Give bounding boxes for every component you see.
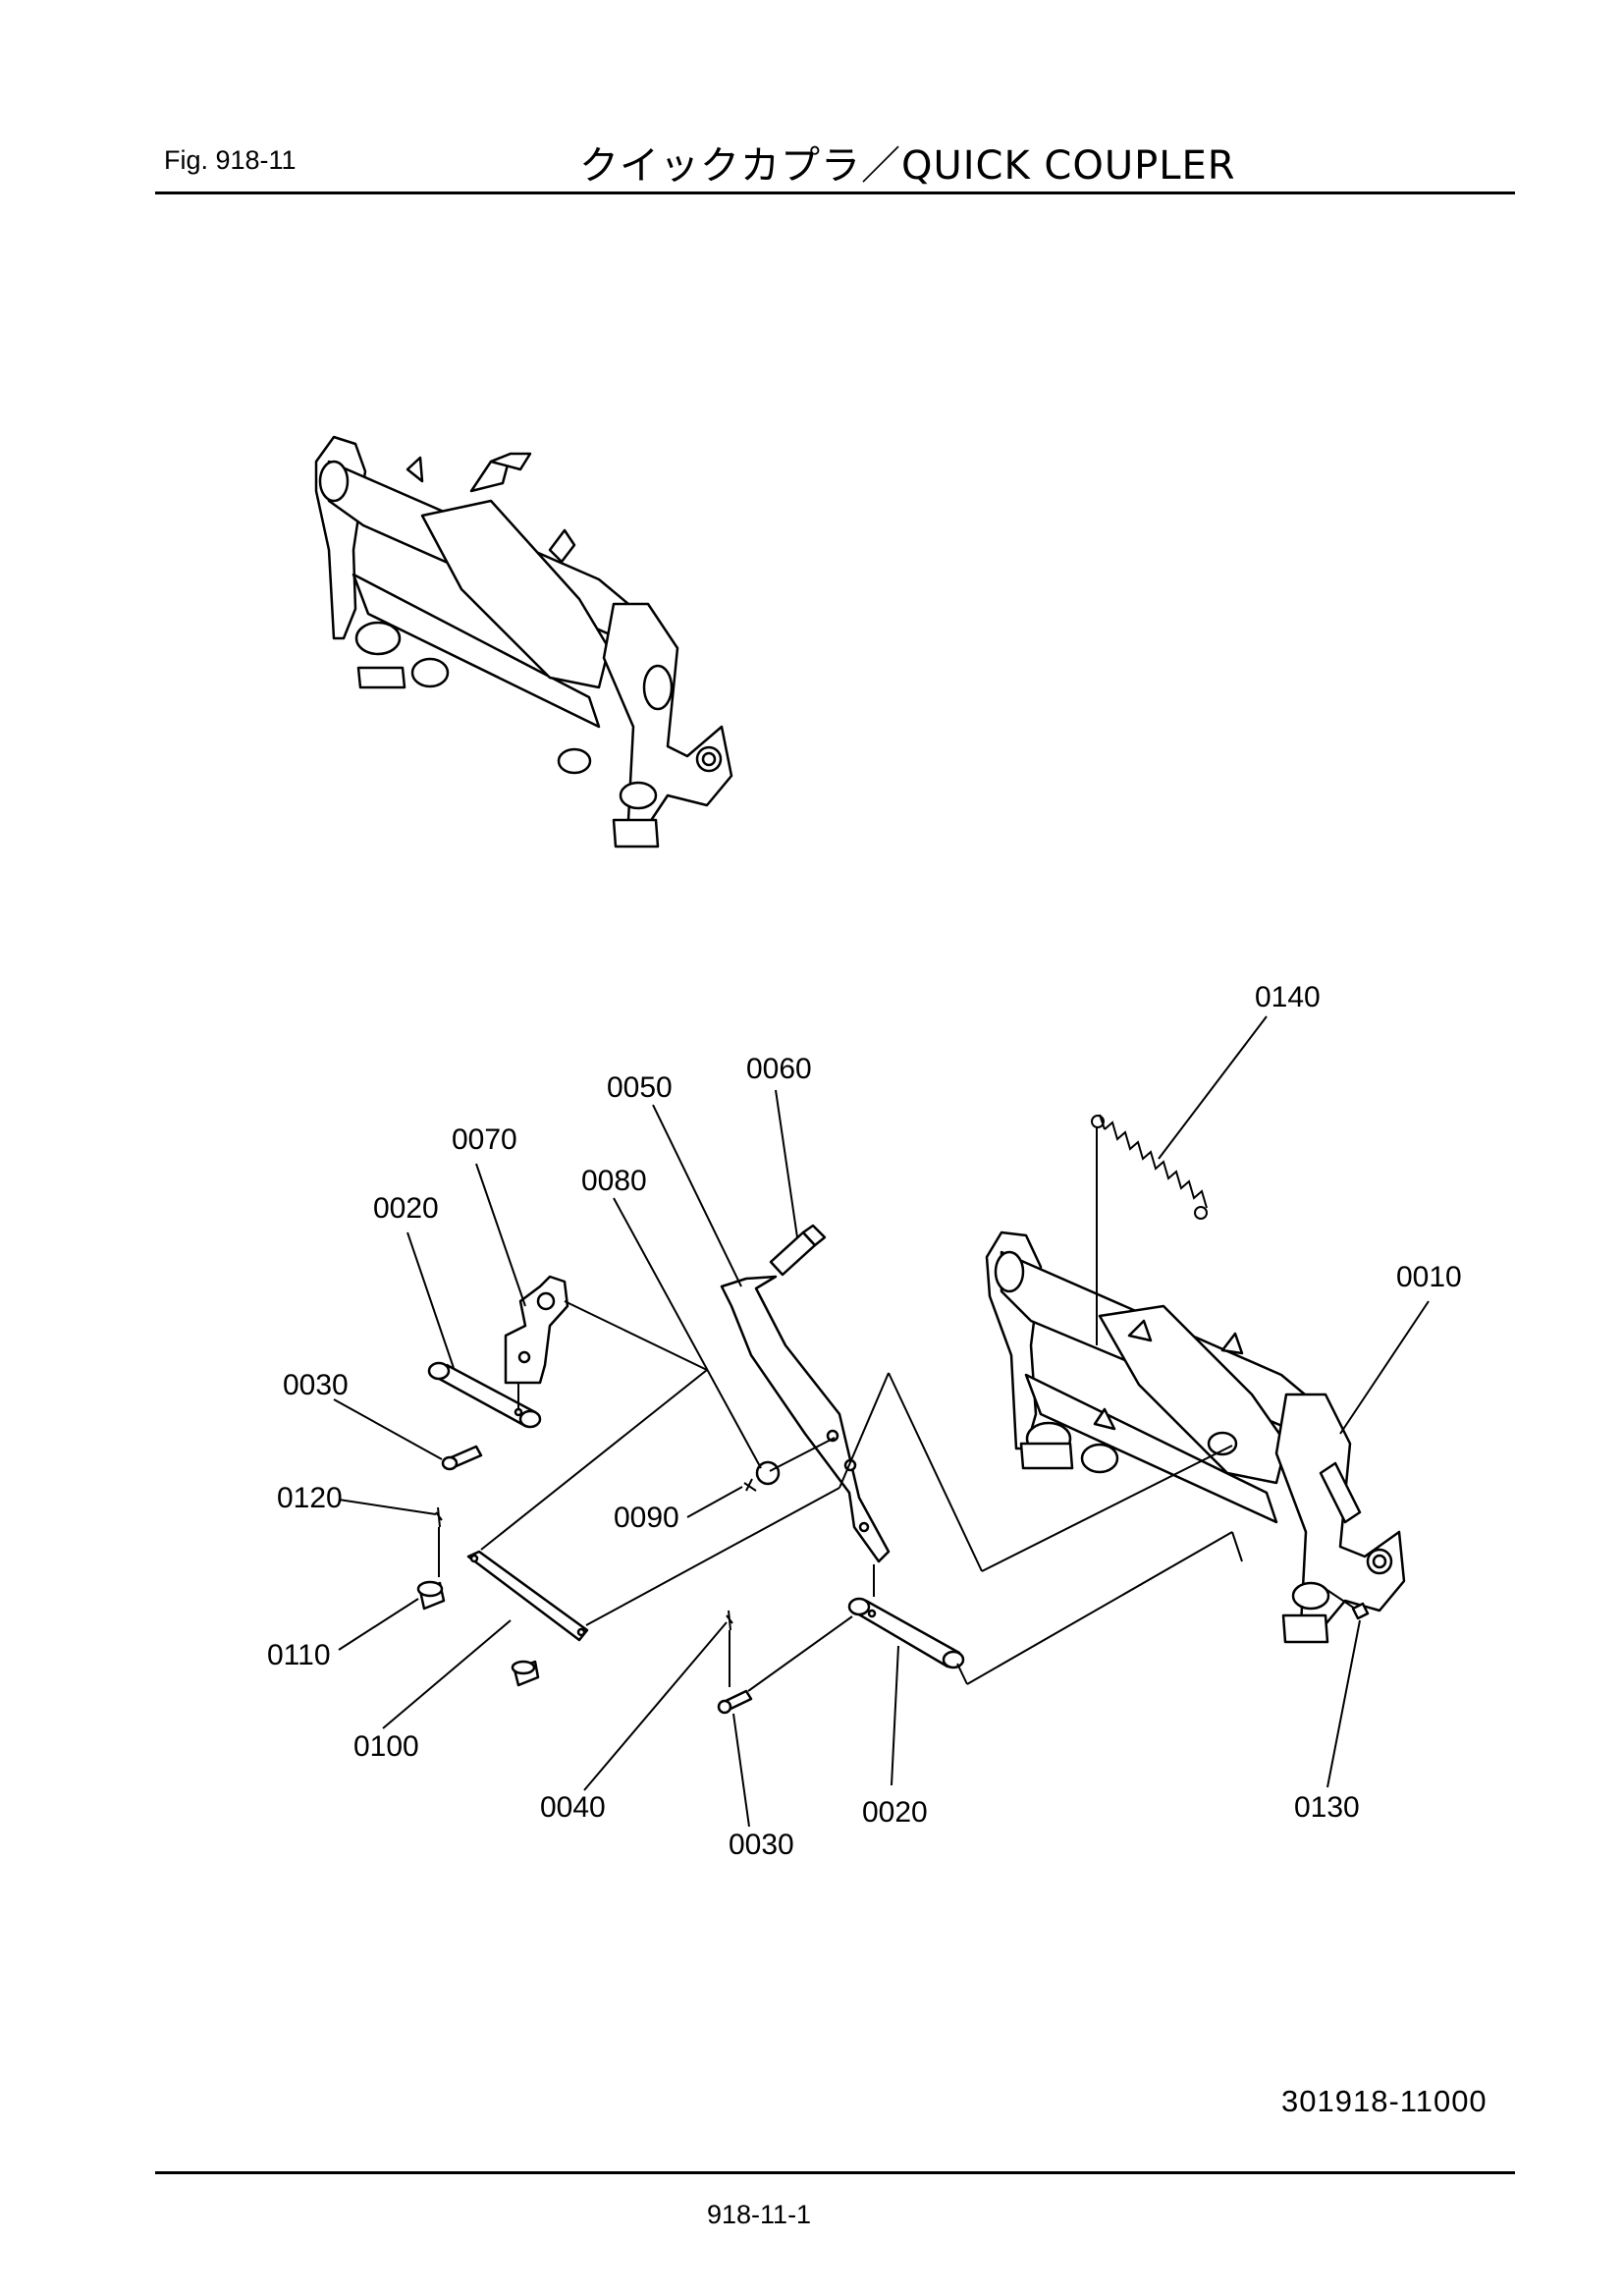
part-0100-link (466, 1550, 589, 1642)
part-0110-bushing (416, 1580, 446, 1611)
callout-0110: 0110 (267, 1639, 331, 1671)
part-0050-lever (720, 1275, 891, 1563)
part-0020-pin-lower (847, 1597, 965, 1669)
callout-0080: 0080 (581, 1165, 647, 1197)
figure-title: クイックカプラ／QUICK COUPLER (579, 143, 1236, 189)
callout-0090: 0090 (614, 1502, 679, 1534)
callout-0030-lower: 0030 (729, 1829, 794, 1861)
part-0090-cotter-pin (743, 1478, 757, 1492)
part-0030-pin-left (441, 1445, 483, 1471)
callout-0100: 0100 (353, 1730, 419, 1763)
part-0060-grip (769, 1224, 827, 1277)
part-0120-cotter-pin (435, 1506, 443, 1528)
footer-rule (155, 2171, 1515, 2174)
callout-0070: 0070 (452, 1123, 517, 1156)
part-0010-frame (985, 1230, 1406, 1644)
part-0040-cotter-pin (726, 1610, 733, 1631)
part-0130-grease-nipple (1351, 1602, 1370, 1620)
callout-0010: 0010 (1396, 1261, 1462, 1293)
leader-lines (333, 1015, 1430, 1828)
header-rule (155, 191, 1515, 194)
callout-0130: 0130 (1294, 1791, 1360, 1824)
assembly-lines (438, 1300, 1356, 1692)
callout-0060: 0060 (746, 1053, 812, 1085)
part-0020-pin-left (427, 1361, 542, 1429)
part-0030-pin-lower (717, 1689, 753, 1715)
callout-0140: 0140 (1255, 981, 1321, 1013)
drawing-code: 301918-11000 (1281, 2084, 1488, 2118)
part-0080-washer (755, 1460, 781, 1486)
part-0140-spring (1091, 1114, 1208, 1345)
callout-0020-lower: 0020 (862, 1796, 928, 1829)
assembled-coupler-view (314, 435, 733, 848)
callout-0050: 0050 (607, 1071, 673, 1104)
callout-0040: 0040 (540, 1791, 606, 1824)
callout-0030-upper: 0030 (283, 1369, 349, 1401)
callouts: 0140 0060 0050 0070 0080 0020 0010 0030 … (267, 981, 1462, 1861)
part-0100-bushing (511, 1660, 540, 1687)
page-number: 918-11-1 (707, 2200, 812, 2229)
callout-0020-upper: 0020 (373, 1192, 439, 1225)
part-0070-bracket (504, 1275, 569, 1385)
figure-number: Fig. 918-11 (164, 145, 297, 175)
callout-0120: 0120 (277, 1482, 343, 1514)
